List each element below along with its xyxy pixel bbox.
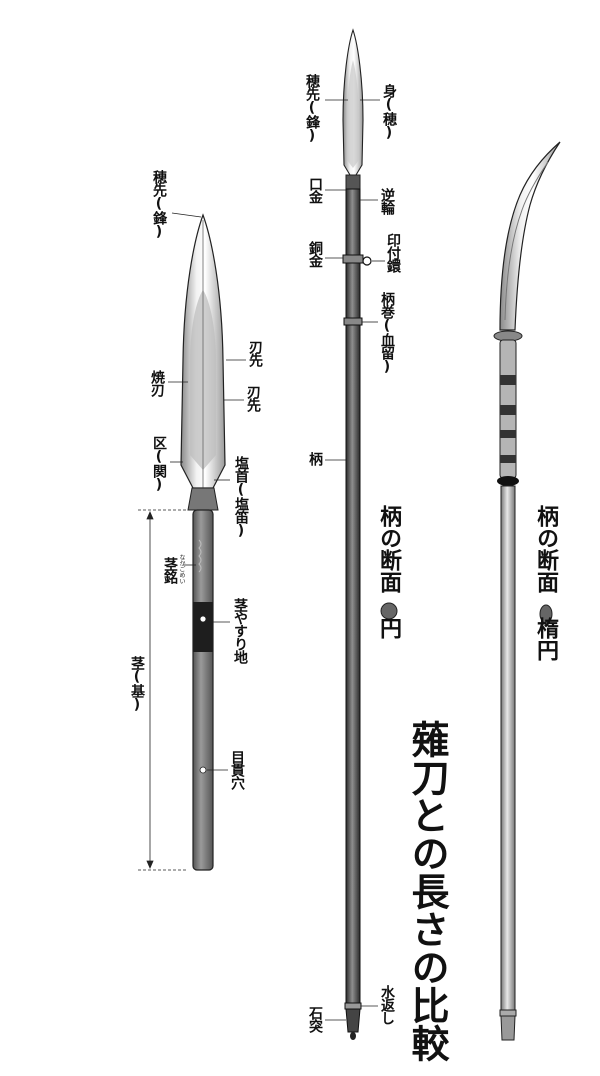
label-hasaki-2: 刃先 — [245, 385, 261, 411]
label-nakago-mei: 茎銘 — [162, 557, 178, 583]
label-mekugi-ana: 目貫穴 — [229, 750, 245, 789]
yasurime-left — [193, 602, 213, 652]
label-kensaki-chidome: 柄巻(血留) — [379, 292, 395, 374]
ring-middle-2 — [343, 317, 363, 326]
label-hosaki-right: 穂先(鋒) — [304, 74, 320, 143]
leaders-middle — [325, 99, 385, 1021]
label-shiokubi: 塩首(塩笛) — [233, 456, 249, 538]
label-sakawa: 逆輪 — [379, 188, 395, 214]
label-hasaki-1: 刃先 — [247, 340, 263, 366]
kuchigane-middle — [345, 174, 361, 190]
label-dougane: 銅金 — [307, 241, 323, 267]
section-naginata-shape: 楕円 — [533, 617, 558, 661]
naginata — [493, 141, 561, 1041]
label-inzuke-kan: 印付鐶 — [385, 233, 401, 272]
naginata-ishizuki — [500, 1015, 516, 1041]
label-hosaki-kissaki: 穂先(鋒) — [151, 170, 167, 239]
spear-head-detail — [180, 213, 226, 871]
naginata-blade — [499, 141, 561, 331]
section-spear-text: 柄の断面 — [376, 505, 401, 593]
label-kuchigane: 口金 — [307, 177, 323, 203]
label-ishizuki: 石突 — [307, 1006, 323, 1032]
ishizuki-middle — [345, 1008, 361, 1033]
ring-middle-1 — [342, 254, 364, 264]
main-title: 薙刀との長さの比較 — [405, 720, 449, 1062]
section-spear-shape: 円 — [376, 617, 401, 639]
label-yakiba: 焼刃 — [149, 370, 165, 396]
section-ellipse — [539, 604, 553, 624]
spear-full — [342, 28, 372, 1040]
label-e: 柄 — [307, 452, 323, 465]
label-mi-ho: 身(穂) — [381, 84, 397, 140]
section-circle — [380, 602, 398, 620]
naginata-shaft — [500, 485, 516, 1017]
hole-left — [199, 615, 207, 623]
section-caption-spear: 柄の断面円 — [376, 505, 401, 639]
section-naginata-text: 柄の断面 — [533, 505, 558, 593]
label-mizugaeshi: 水返し — [379, 985, 395, 1024]
mizugaeshi-ring — [344, 1002, 362, 1010]
label-nakago-yasurichi: 茎やすり地 — [232, 598, 248, 663]
tang-left — [192, 509, 214, 871]
leaders-left — [138, 212, 246, 871]
naginata-ring — [497, 476, 519, 486]
label-machi: 区(関) — [151, 436, 167, 492]
shiokubi-left — [187, 487, 219, 511]
label-nakago-moto: 茎(基) — [129, 656, 145, 712]
section-caption-naginata: 柄の断面楕円 — [533, 505, 558, 661]
label-nakago-mei-ruby: なかごめい — [178, 554, 185, 584]
mekugi-ana-left — [199, 766, 207, 774]
shaft-middle — [345, 188, 361, 1006]
tang-inscription — [198, 539, 202, 573]
inzuke-ring — [362, 256, 372, 266]
